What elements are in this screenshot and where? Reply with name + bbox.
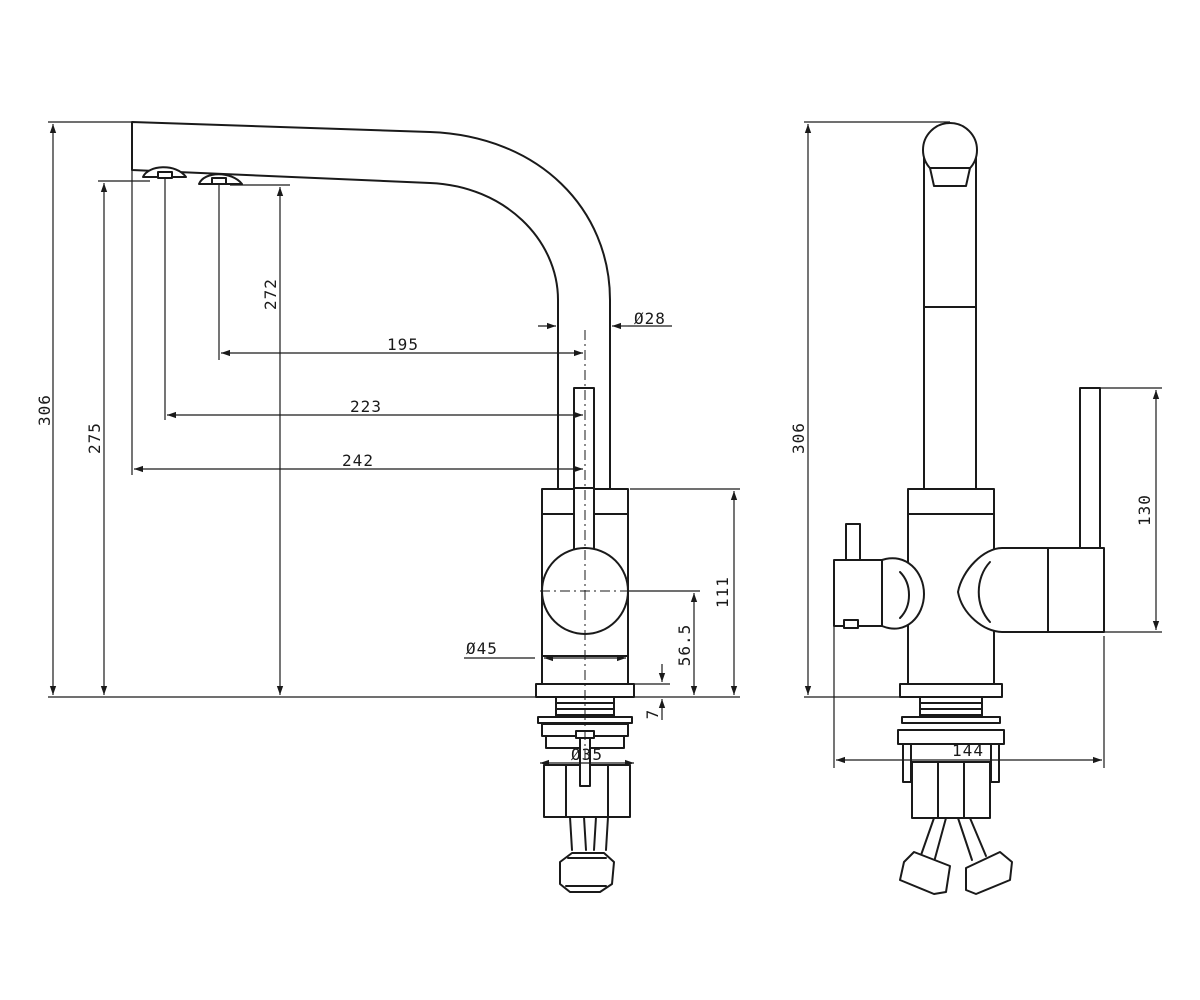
filter-pin [845,523,861,561]
dim-body-height: 111 [713,576,732,608]
hose-nut [559,852,615,893]
dim-total-height-front: 306 [789,422,808,454]
dim-handle-center: 56.5 [675,624,694,667]
dim-spout-outlet-height: 275 [85,422,104,454]
base-flange-front [899,683,1003,698]
spout-tube [923,149,977,490]
hose-left [919,817,947,863]
lever-housing [957,547,1049,633]
hose [569,816,609,851]
dim-reach-195: 195 [387,335,419,354]
spout [131,121,611,491]
dim-width: 144 [952,741,984,760]
lever-front [1079,387,1101,549]
dim-spout-diameter: Ø28 [634,309,666,328]
dim-inner-height: 272 [261,278,280,310]
extension-lines-front [804,121,1162,768]
bolt-right [990,743,1000,783]
hose-right [957,817,987,861]
front-view: 306 130 144 [789,121,1162,895]
dim-lever-height: 130 [1135,494,1154,526]
dim-total-height: 306 [35,394,54,426]
dimension-lines [49,124,738,767]
dim-reach-223: 223 [350,397,382,416]
hose-nut-right [965,851,1013,895]
fixing-nut-front [911,761,991,819]
extension-lines [48,121,740,698]
bolt-left [902,743,912,783]
dim-base-thickness: 7 [643,709,662,720]
filter-knob [833,559,883,627]
dim-reach-242: 242 [342,451,374,470]
hose-nut-left [899,851,951,895]
dimension-lines-front [804,124,1160,764]
dim-thread: Ø35 [571,745,603,764]
dim-body-diameter: Ø45 [466,639,498,658]
thread-front [897,696,1005,745]
side-view: 306 275 272 195 223 242 Ø28 Ø45 111 56.5… [35,121,740,893]
